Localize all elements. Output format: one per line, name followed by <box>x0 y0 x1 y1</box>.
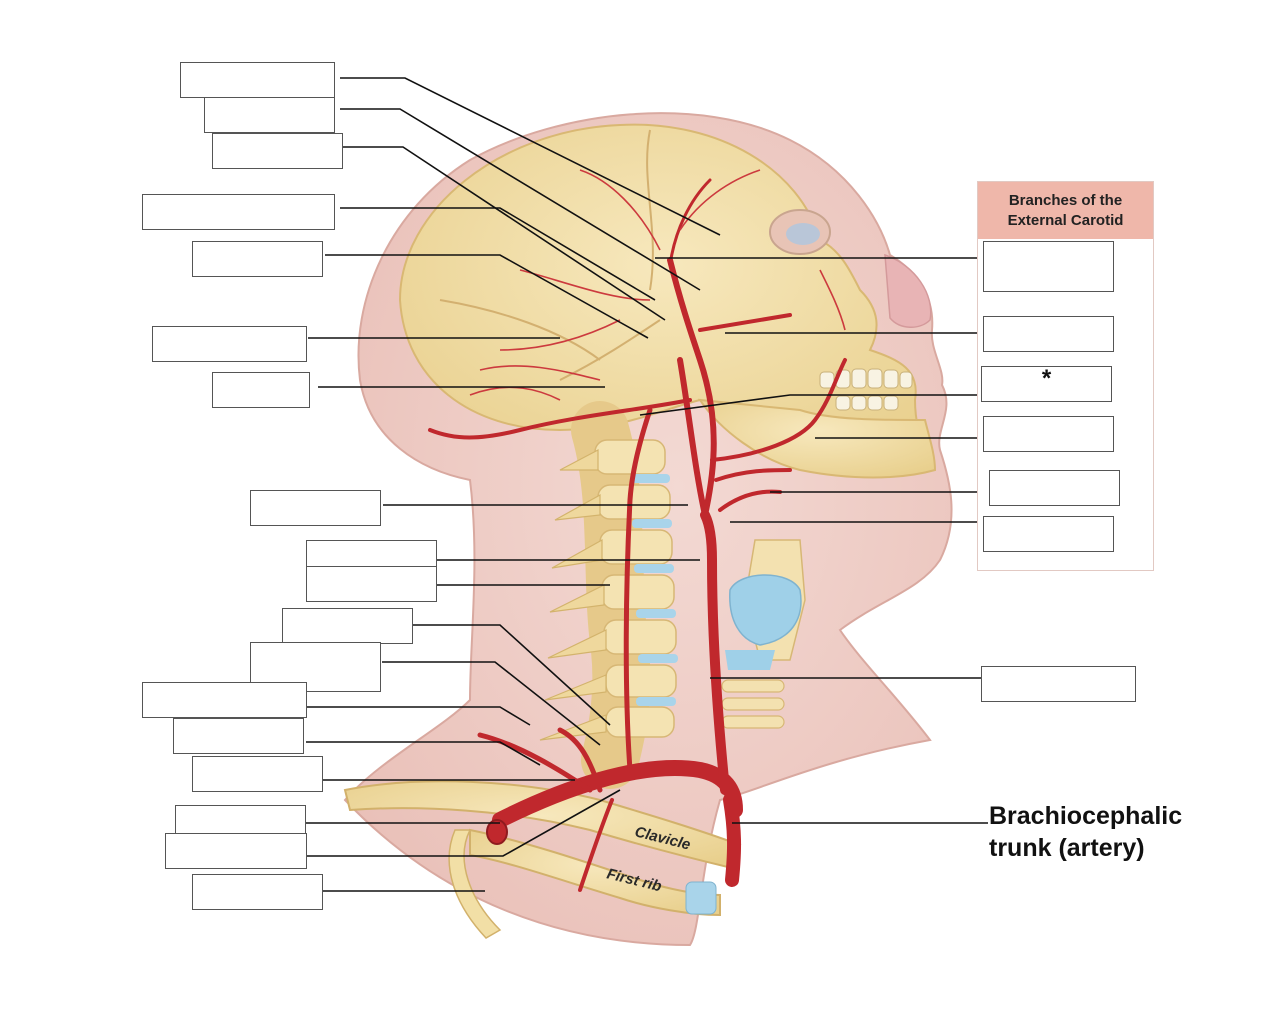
label-box-right-6[interactable] <box>983 516 1114 552</box>
teeth <box>819 368 913 411</box>
label-box-left-5[interactable] <box>192 241 323 277</box>
maxillary-artery <box>698 313 792 332</box>
label-box-right-3[interactable]: * <box>981 365 1112 402</box>
asterisk-marker: * <box>1041 365 1052 392</box>
legend-header: Branches of the External Carotid <box>978 182 1153 239</box>
arteries <box>428 178 847 892</box>
subclavian-cut-end <box>486 819 508 845</box>
label-box-left-15[interactable] <box>192 756 323 792</box>
occipital-artery <box>428 398 692 440</box>
label-box-left-18[interactable] <box>192 874 323 910</box>
thyrocervical-trunk <box>557 727 603 793</box>
larynx-trachea <box>721 539 806 729</box>
costal-cartilage <box>685 881 717 915</box>
label-box-left-3[interactable] <box>212 133 343 169</box>
nose <box>884 253 932 328</box>
label-box-left-10[interactable] <box>306 566 437 602</box>
label-box-right-7[interactable] <box>981 666 1136 702</box>
label-box-right-4[interactable] <box>983 416 1114 452</box>
label-box-left-2[interactable] <box>204 97 335 133</box>
label-box-left-13[interactable] <box>142 682 307 718</box>
label-box-left-1[interactable] <box>180 62 335 98</box>
brachiocephalic-label-line2: trunk (artery) <box>989 834 1145 862</box>
first-rib <box>469 828 721 917</box>
facial-artery <box>710 358 847 462</box>
legend-title-line2: External Carotid <box>1007 212 1124 229</box>
common-carotid-artery <box>700 510 730 795</box>
label-box-left-14[interactable] <box>173 718 304 754</box>
label-box-left-7[interactable] <box>212 372 310 408</box>
label-box-left-6[interactable] <box>152 326 307 362</box>
internal-thoracic-artery <box>578 798 614 892</box>
cervical-spine <box>539 401 678 789</box>
label-box-left-17[interactable] <box>165 833 307 869</box>
label-box-left-9[interactable] <box>306 540 437 568</box>
legend-title-line1: Branches of the <box>1008 192 1123 209</box>
label-box-left-8[interactable] <box>250 490 381 526</box>
leader-lines <box>306 77 990 892</box>
eye <box>786 223 820 245</box>
internal-carotid-artery <box>677 357 708 518</box>
costocervical-trunk <box>477 732 593 793</box>
lingual-artery <box>714 468 792 482</box>
vertebral-artery <box>623 407 653 773</box>
brachiocephalic-trunk-label: Brachiocephalic trunk (artery) <box>989 800 1249 864</box>
label-box-left-4[interactable] <box>142 194 335 230</box>
label-box-left-11[interactable] <box>282 608 413 644</box>
label-box-right-5[interactable] <box>989 470 1120 506</box>
label-box-right-1[interactable] <box>983 241 1114 292</box>
brachiocephalic-label-line1: Brachiocephalic <box>989 802 1183 830</box>
external-carotid-artery <box>667 257 717 518</box>
label-box-right-2[interactable] <box>983 316 1114 352</box>
